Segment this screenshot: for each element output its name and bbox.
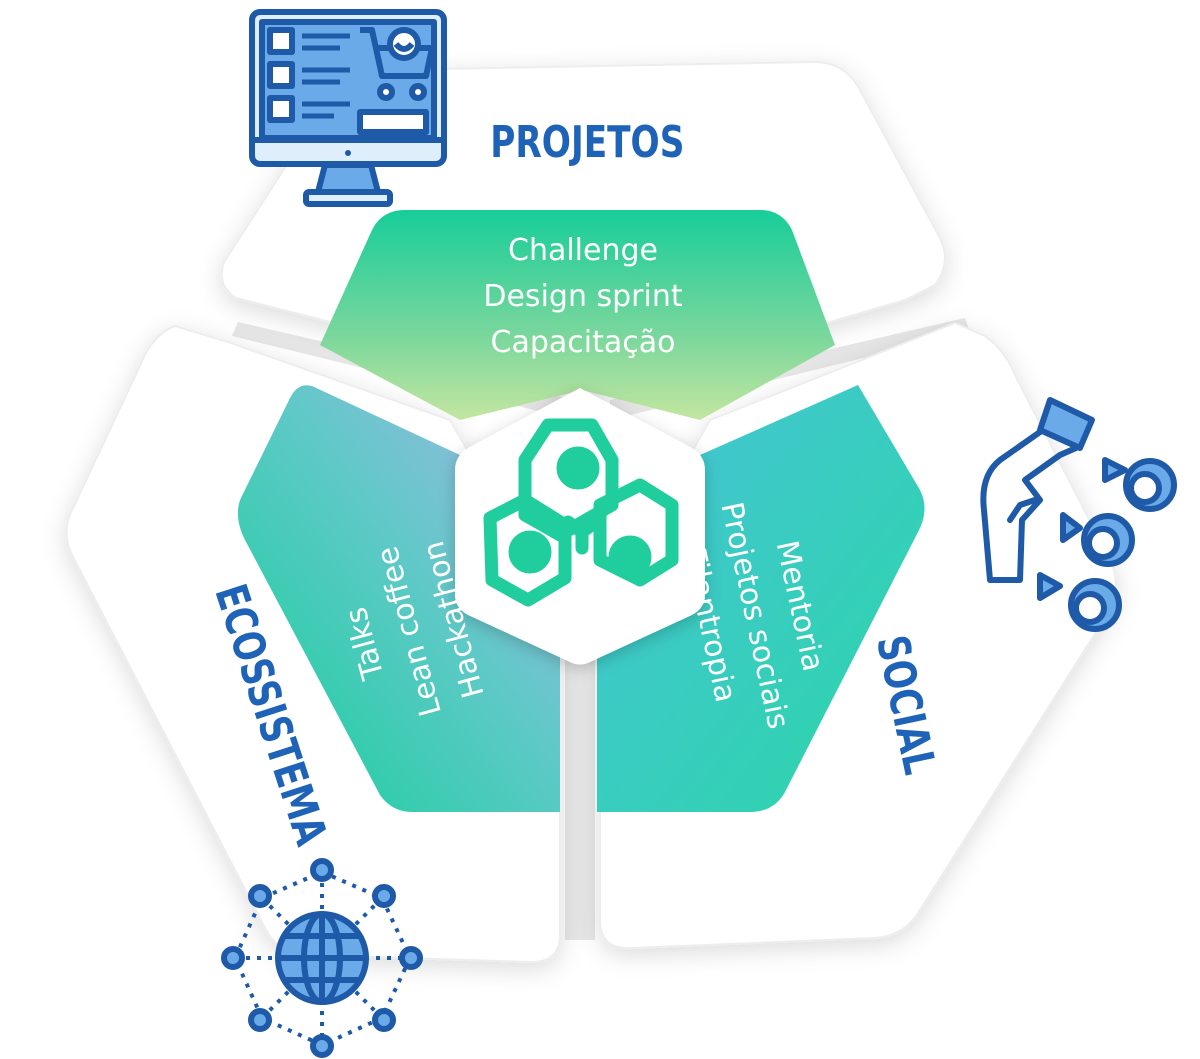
projetos-items: Challenge Design sprint Capacitação	[483, 233, 682, 360]
global-network-icon	[221, 858, 423, 1058]
label-projetos: PROJETOS	[490, 117, 684, 168]
hand-people-icon	[980, 397, 1177, 632]
projetos-item: Challenge	[508, 233, 658, 268]
hexagon-logo-icon	[483, 418, 679, 607]
projetos-item: Capacitação	[491, 325, 676, 360]
projetos-item: Design sprint	[483, 279, 682, 314]
computer-shop-icon	[249, 9, 447, 207]
inner-segment-projetos	[320, 210, 835, 420]
